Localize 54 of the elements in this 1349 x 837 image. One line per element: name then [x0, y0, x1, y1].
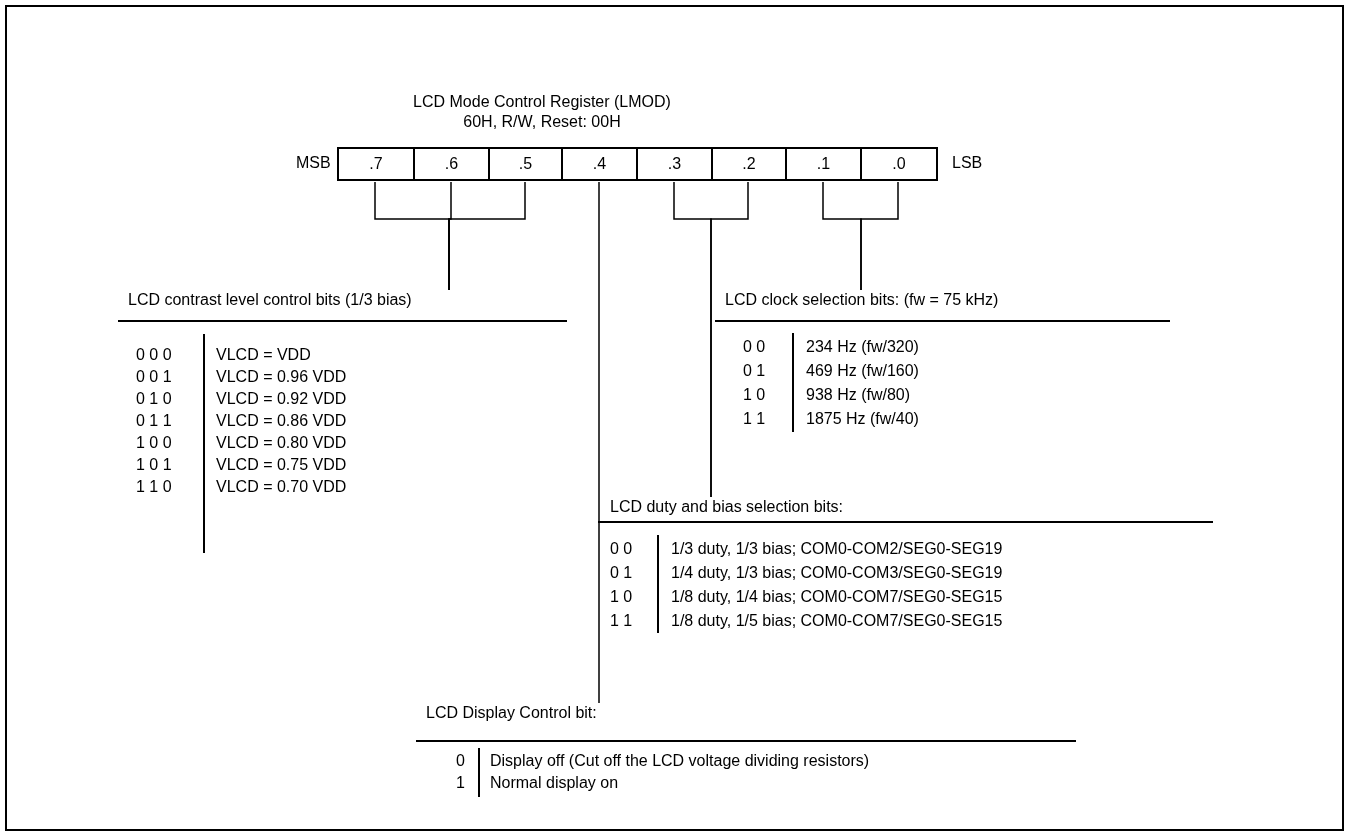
setting-description: 1/8 duty, 1/4 bias; COM0-COM7/SEG0-SEG15 — [671, 587, 1003, 607]
bit-cell: .7 — [337, 147, 415, 181]
bit-order-label: MSB — [296, 153, 331, 173]
bit-value: 0 0 1 — [136, 367, 172, 387]
bit-value: 0 1 — [743, 361, 766, 381]
bit-cell: .3 — [636, 147, 713, 181]
field-heading: LCD duty and bias selection bits: — [598, 497, 1213, 523]
bit-cell: .5 — [488, 147, 563, 181]
bit-value: 1 1 — [610, 611, 633, 631]
field-heading: LCD clock selection bits: (fw = 75 kHz) — [715, 290, 1170, 322]
bit-value: 1 0 1 — [136, 455, 172, 475]
setting-description: VLCD = 0.75 VDD — [216, 455, 347, 475]
bit-value: 0 — [456, 751, 465, 771]
setting-description: 1875 Hz (fw/40) — [806, 409, 919, 429]
setting-description: VLCD = VDD — [216, 345, 311, 365]
setting-description: 1/4 duty, 1/3 bias; COM0-COM3/SEG0-SEG19 — [671, 563, 1003, 583]
connector-line — [448, 181, 526, 291]
setting-description: VLCD = 0.96 VDD — [216, 367, 347, 387]
setting-description: VLCD = 0.70 VDD — [216, 477, 347, 497]
bit-value: 0 0 — [743, 337, 766, 357]
bit-value: 1 0 0 — [136, 433, 172, 453]
register-subtitle: 60H, R/W, Reset: 00H — [463, 112, 621, 132]
bit-value: 0 0 0 — [136, 345, 172, 365]
bit-value: 1 1 — [743, 409, 766, 429]
connector-line — [710, 181, 749, 498]
bit-order-label: LSB — [952, 153, 983, 173]
setting-description: 1/8 duty, 1/5 bias; COM0-COM7/SEG0-SEG15 — [671, 611, 1003, 631]
bit-value: 1 — [456, 773, 465, 793]
bit-value: 0 1 0 — [136, 389, 172, 409]
bit-value: 1 1 0 — [136, 477, 172, 497]
bit-cell: .1 — [785, 147, 862, 181]
connector-line — [598, 181, 600, 704]
bit-cell: .0 — [860, 147, 938, 181]
setting-description: VLCD = 0.92 VDD — [216, 389, 347, 409]
setting-description: Display off (Cut off the LCD voltage dividing resistors) — [490, 751, 870, 771]
bit-cell: .2 — [711, 147, 787, 181]
setting-description: Normal display on — [490, 773, 619, 793]
bit-value: 0 1 — [610, 563, 633, 583]
bit-value: 1 0 — [610, 587, 633, 607]
bit-value: 1 0 — [743, 385, 766, 405]
field-heading: LCD Display Control bit: — [416, 703, 1076, 742]
setting-description: VLCD = 0.86 VDD — [216, 411, 347, 431]
setting-description: 938 Hz (fw/80) — [806, 385, 911, 405]
register-title: LCD Mode Control Register (LMOD) — [413, 92, 671, 112]
setting-description: 469 Hz (fw/160) — [806, 361, 919, 381]
bit-value: 0 1 1 — [136, 411, 172, 431]
bit-value: 0 0 — [610, 539, 633, 559]
connector-line — [860, 181, 899, 291]
bit-cell: .4 — [561, 147, 638, 181]
field-heading: LCD contrast level control bits (1/3 bias) — [118, 290, 567, 322]
bit-cell: .6 — [413, 147, 490, 181]
setting-description: VLCD = 0.80 VDD — [216, 433, 347, 453]
setting-description: 1/3 duty, 1/3 bias; COM0-COM2/SEG0-SEG19 — [671, 539, 1003, 559]
setting-description: 234 Hz (fw/320) — [806, 337, 919, 357]
